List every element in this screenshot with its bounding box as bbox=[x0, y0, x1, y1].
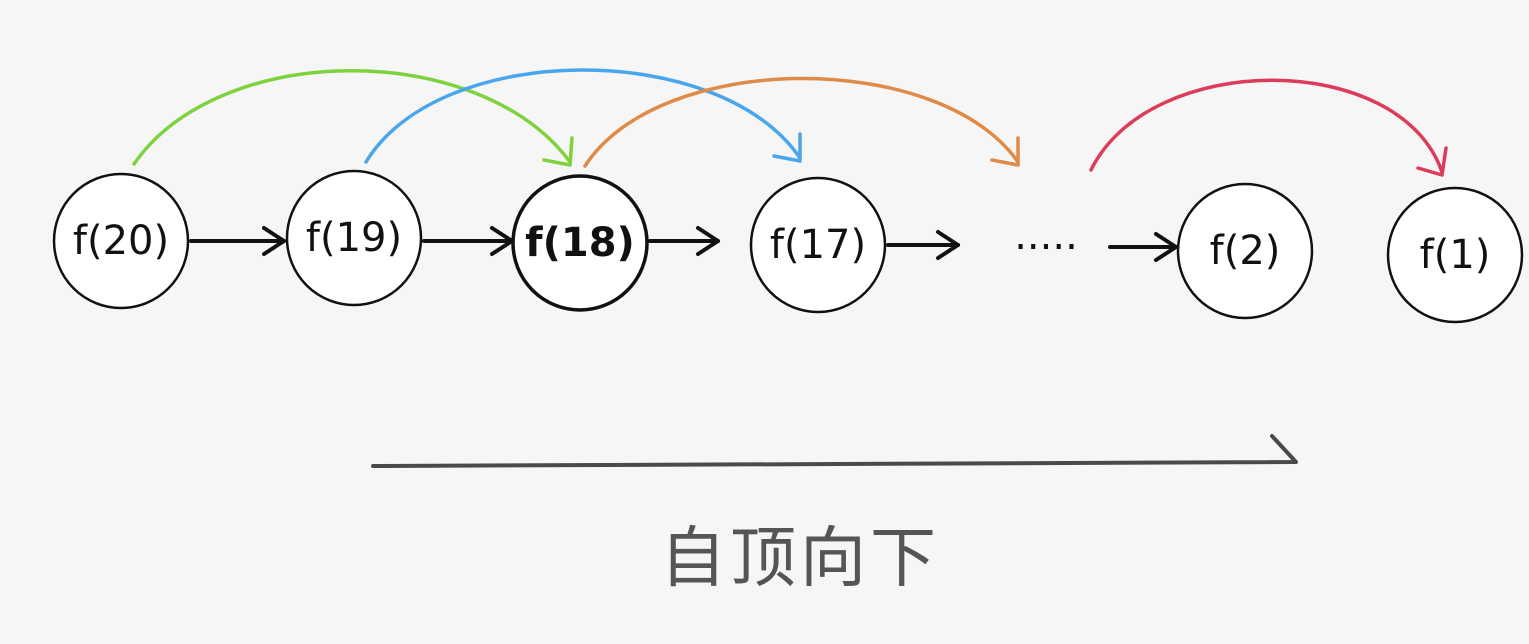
node-f18: f(18) bbox=[511, 174, 649, 312]
arc-blue-head bbox=[772, 132, 802, 163]
arc-orange-path bbox=[583, 76, 1020, 168]
arrow-f18-to-f17 bbox=[648, 226, 720, 256]
node-f20: f(20) bbox=[52, 172, 190, 310]
node-f1: f(1) bbox=[1386, 186, 1524, 324]
skip-arcs bbox=[132, 68, 1448, 177]
node-label: f(2) bbox=[1210, 228, 1281, 274]
arc-orange-head bbox=[990, 136, 1020, 167]
ellipsis: ..... bbox=[1014, 213, 1078, 259]
node-label: f(17) bbox=[770, 222, 866, 268]
arc-f3-to-f1 bbox=[1089, 78, 1448, 177]
node-label: f(18) bbox=[525, 220, 635, 266]
arc-blue-path bbox=[364, 68, 802, 164]
arrow-f17-to-ellipsis bbox=[886, 230, 960, 260]
node-label: f(19) bbox=[306, 215, 402, 261]
arc-f20-to-f18 bbox=[132, 69, 574, 167]
node-f2: f(2) bbox=[1176, 182, 1314, 320]
node-f19: f(19) bbox=[285, 169, 423, 307]
arc-f18-to-next bbox=[583, 76, 1020, 168]
direction-label: 自顶向下 bbox=[660, 520, 940, 597]
arrow-f20-to-f19 bbox=[189, 226, 286, 256]
arc-green-path bbox=[132, 69, 572, 166]
node-f17: f(17) bbox=[749, 176, 887, 314]
arrow-f19-to-f18 bbox=[422, 226, 514, 256]
node-label: f(20) bbox=[73, 218, 169, 264]
sequence-arrows bbox=[189, 226, 1178, 262]
arc-red-head bbox=[1416, 146, 1448, 177]
arrow-ellipsis-to-f2 bbox=[1108, 232, 1178, 262]
direction-arrow bbox=[371, 434, 1298, 468]
arc-f19-to-f17 bbox=[364, 68, 802, 164]
arc-green-head bbox=[542, 136, 574, 167]
node-label: f(1) bbox=[1420, 232, 1491, 278]
arc-red-path bbox=[1089, 78, 1444, 174]
